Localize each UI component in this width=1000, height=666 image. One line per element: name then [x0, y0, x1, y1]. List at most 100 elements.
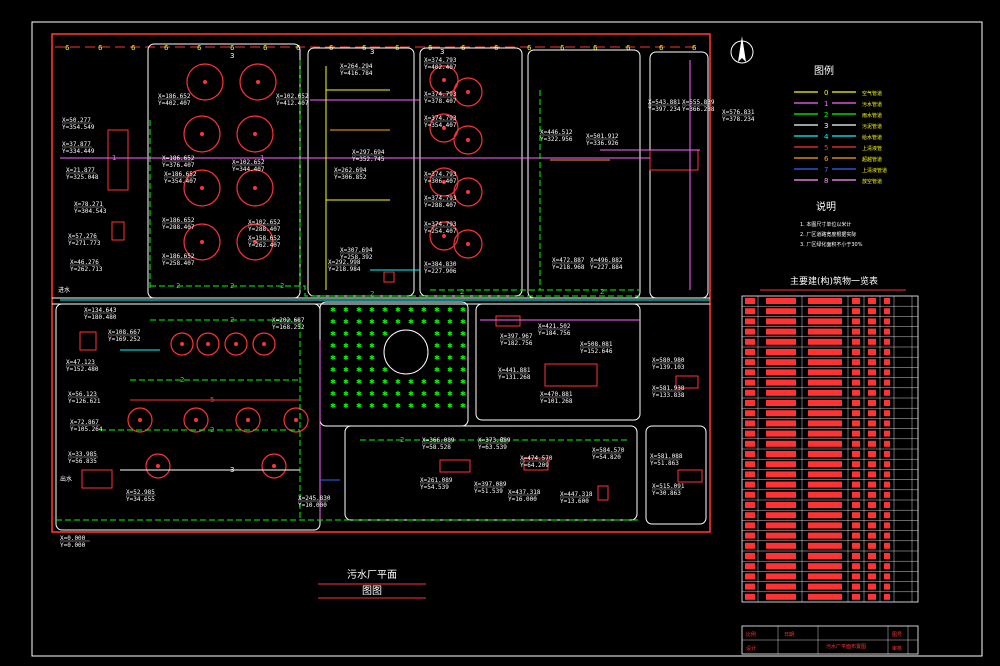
- shrub-icon: ✱: [369, 402, 375, 410]
- tank-center: [442, 126, 446, 130]
- fence-mark: 6: [230, 44, 235, 52]
- table-cell-mark: [884, 563, 890, 570]
- table-cell-mark: [884, 593, 890, 600]
- table-cell-mark: [808, 563, 842, 570]
- pipe-number: 2: [460, 288, 464, 296]
- table-cell-mark: [852, 420, 860, 427]
- table-cell-mark: [808, 522, 842, 529]
- coord-x: X=374.793: [424, 57, 457, 64]
- pipe-number: 2: [400, 436, 404, 444]
- shrub-icon: ✱: [460, 390, 466, 398]
- table-cell-mark: [884, 491, 890, 498]
- coord-x: X=72.867: [70, 419, 99, 426]
- legend-label: 超越管道: [862, 156, 882, 163]
- tank-center: [253, 186, 257, 190]
- fence-mark: 6: [626, 44, 631, 52]
- coord-x: X=501.912: [586, 133, 619, 140]
- shrub-icon: ✱: [369, 306, 375, 314]
- table-cell-mark: [766, 420, 796, 427]
- legend-num: 7: [824, 166, 828, 174]
- coord-y: Y=227.906: [424, 268, 457, 275]
- central-green-area: ✱✱✱✱✱✱✱✱✱✱✱✱✱✱✱✱✱✱✱✱✱✱✱✱✱✱✱✱✱✱✱✱✱✱✱✱✱✱✱✱…: [330, 306, 466, 410]
- table-heading: 主要建(构)筑物一览表: [790, 275, 878, 287]
- table-cell-mark: [884, 318, 890, 325]
- legend-label: 放空管道: [862, 178, 882, 185]
- coord-y: Y=56.835: [68, 458, 97, 465]
- coord-x: X=56.123: [68, 391, 97, 398]
- zone-outline: [419, 47, 523, 297]
- legend-label: 污水管道: [862, 101, 882, 108]
- tank-center: [256, 80, 260, 84]
- legend-num: 2: [824, 111, 828, 119]
- table-cell-mark: [766, 308, 796, 315]
- shrub-icon: ✱: [382, 378, 388, 386]
- fence-mark: 6: [296, 44, 301, 52]
- fence-mark: 6: [593, 44, 598, 52]
- table-cell-mark: [884, 502, 890, 508]
- shrub-icon: ✱: [408, 378, 414, 386]
- table-cell-mark: [808, 512, 842, 519]
- shrub-icon: ✱: [343, 330, 349, 338]
- coord-y: Y=10.000: [298, 502, 327, 509]
- table-cell-mark: [868, 430, 876, 437]
- table-cell-mark: [766, 451, 796, 457]
- table-cell-mark: [884, 338, 890, 345]
- fence-mark: 6: [197, 44, 202, 52]
- plant-boundary: [51, 33, 711, 533]
- shrub-icon: ✱: [395, 318, 401, 326]
- table-cell-mark: [766, 379, 796, 386]
- table-cell-mark: [884, 583, 890, 590]
- fence-mark: 6: [263, 44, 268, 52]
- title-block-cell: 设计: [746, 645, 756, 652]
- shrub-icon: ✱: [434, 306, 440, 314]
- table-cell-mark: [852, 461, 860, 468]
- coord-y: Y=354.407: [164, 178, 197, 185]
- table-cell-mark: [884, 542, 890, 549]
- coord-x: X=186.652: [164, 171, 197, 178]
- table-cell-mark: [868, 328, 876, 335]
- coord-y: Y=402.407: [424, 64, 457, 71]
- legend-num: 8: [824, 177, 828, 185]
- coord-y: Y=218.984: [328, 266, 361, 273]
- table-cell-mark: [852, 359, 860, 366]
- table-cell-mark: [766, 410, 796, 417]
- shrub-icon: ✱: [460, 354, 466, 362]
- table-cell-mark: [808, 400, 842, 406]
- shrub-icon: ✱: [408, 318, 414, 326]
- table-cell-mark: [868, 379, 876, 386]
- table-cell-mark: [808, 532, 842, 539]
- shrub-icon: ✱: [343, 306, 349, 314]
- tank: [236, 115, 274, 153]
- coord-x: X=374.793: [424, 195, 457, 202]
- shrub-icon: ✱: [330, 330, 336, 338]
- drawing-subtitle: 图图: [362, 585, 382, 597]
- table-cell-mark: [766, 491, 796, 498]
- tank-center: [180, 342, 184, 346]
- table-cell-mark: [766, 542, 796, 549]
- zone-outline: [645, 425, 707, 525]
- coord-y: Y=288.407: [424, 202, 457, 209]
- coord-y: Y=0.000: [60, 542, 86, 549]
- coord-x: X=297.694: [352, 149, 385, 156]
- coord-y: Y=288.407: [162, 224, 195, 231]
- coord-y: Y=376.407: [162, 162, 195, 169]
- coord-y: Y=258.407: [162, 260, 195, 267]
- coord-x: X=37.877: [62, 141, 91, 148]
- coord-x: X=580.980: [652, 357, 685, 364]
- table-cell-mark: [852, 542, 860, 549]
- table-cell-mark: [745, 563, 755, 570]
- table-cell-mark: [745, 369, 755, 376]
- legend-label: 空气管道: [862, 90, 882, 97]
- coord-x: X=366.089: [422, 437, 455, 444]
- table-cell-mark: [745, 532, 755, 539]
- legend-num: 4: [824, 133, 829, 141]
- building: [79, 331, 97, 351]
- title-block-cell: 审核: [892, 645, 902, 652]
